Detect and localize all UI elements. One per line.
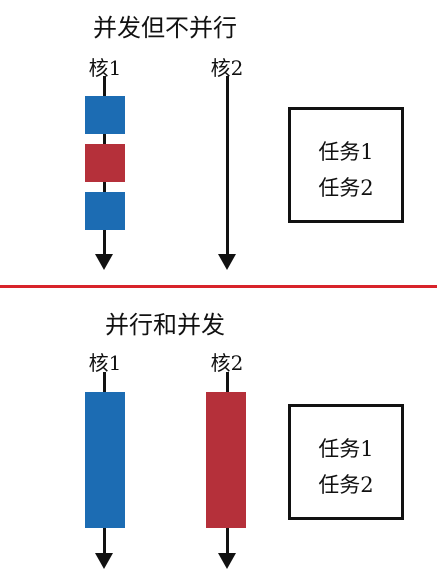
bottom-task-box: 任务1 任务2 bbox=[288, 404, 404, 520]
bottom-core1-task1-block bbox=[85, 392, 125, 528]
top-core1-task2-slice bbox=[85, 144, 125, 182]
bottom-title: 并行和并发 bbox=[105, 311, 225, 339]
top-core1-arrowhead bbox=[95, 254, 113, 270]
top-title: 并发但不并行 bbox=[93, 14, 237, 42]
top-core1-task1-slice-a bbox=[85, 96, 125, 134]
top-core2-arrowhead bbox=[218, 254, 236, 270]
top-core2-timeline bbox=[226, 76, 229, 256]
bottom-core2-arrowhead bbox=[218, 553, 236, 569]
top-task-box-line2: 任务2 bbox=[318, 176, 374, 200]
bottom-task-box-line1: 任务1 bbox=[318, 437, 374, 461]
top-core1-task1-slice-b bbox=[85, 192, 125, 230]
section-divider bbox=[0, 285, 437, 288]
bottom-core1-label: 核1 bbox=[88, 351, 122, 375]
top-task-box-line1: 任务1 bbox=[318, 140, 374, 164]
bottom-core2-label: 核2 bbox=[210, 351, 244, 375]
bottom-task-box-line2: 任务2 bbox=[318, 473, 374, 497]
bottom-core1-arrowhead bbox=[95, 553, 113, 569]
top-task-box: 任务1 任务2 bbox=[288, 107, 404, 223]
bottom-core2-task2-block bbox=[206, 392, 246, 528]
